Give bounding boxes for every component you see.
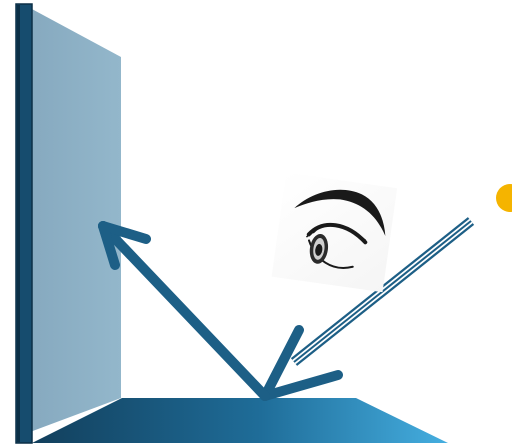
reflected-arrow xyxy=(103,226,265,396)
observer-eye xyxy=(272,173,398,293)
sun-dot-icon xyxy=(496,184,512,212)
reflected-arrow-shaft xyxy=(103,226,265,396)
wall-edge-highlight xyxy=(17,5,20,442)
light-source xyxy=(496,184,512,212)
wall-face xyxy=(30,8,121,432)
